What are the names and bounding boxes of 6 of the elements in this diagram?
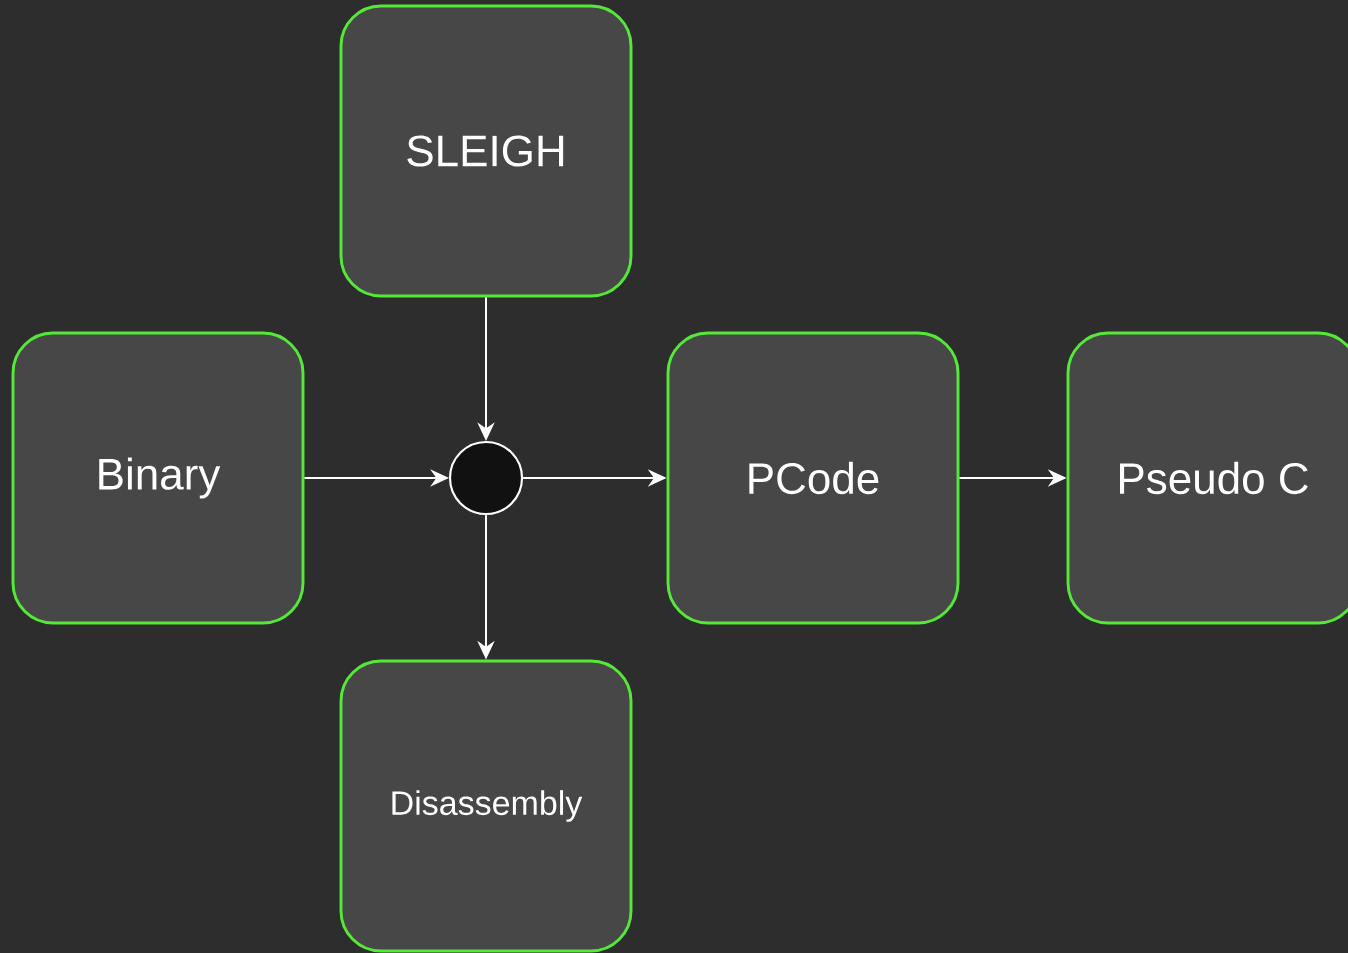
process-box: Pseudo C (1066, 331, 1348, 625)
process-box: SLEIGH (339, 4, 633, 298)
process-box: Disassembly (339, 659, 633, 953)
process-box: Binary (11, 331, 305, 625)
process-box: PCode (666, 331, 960, 625)
junction-circle (448, 440, 524, 516)
